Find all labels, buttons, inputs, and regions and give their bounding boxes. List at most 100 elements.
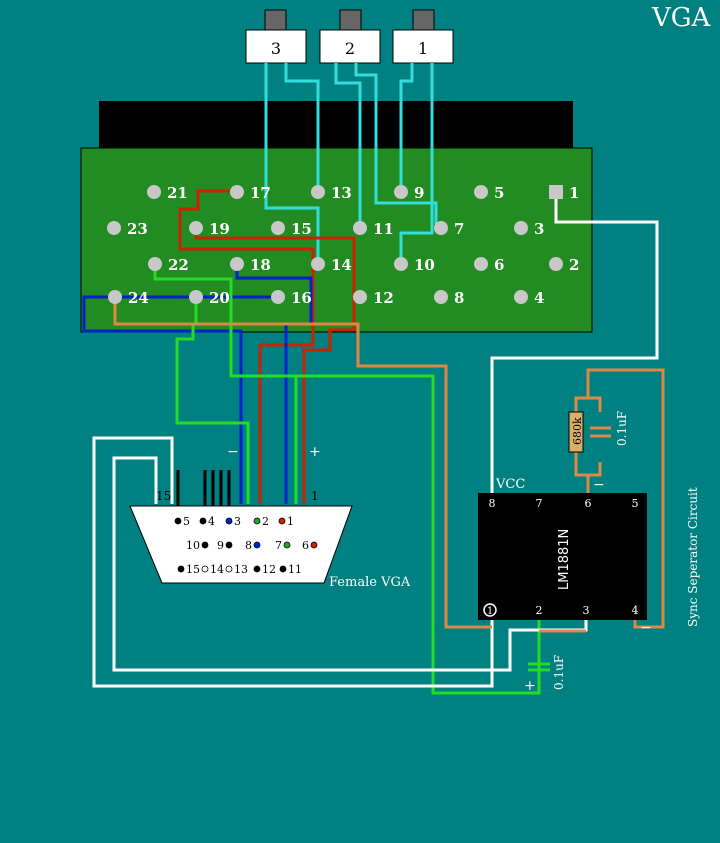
vga-pin-8	[253, 541, 261, 549]
resistor-680k	[568, 411, 584, 453]
scart-pin-7	[434, 221, 448, 235]
vga-pin-12	[253, 565, 261, 573]
scart-pin-label-20: 20	[209, 289, 230, 307]
scart-pin-label-16: 16	[291, 289, 312, 307]
vga-pin-label-1: 1	[287, 515, 294, 528]
vga-pin-label-8: 8	[245, 539, 252, 552]
red-wires	[178, 189, 360, 504]
vga-pin-label-14: 14	[210, 563, 224, 576]
jack-1-label: 1	[418, 39, 428, 58]
scart-pin-label-11: 11	[373, 220, 394, 238]
vga-pin-label-9: 9	[217, 539, 224, 552]
scart-pin-label-8: 8	[454, 289, 464, 307]
vga-pin-14	[201, 565, 209, 573]
scart-pin-label-22: 22	[168, 256, 189, 274]
vga-pin-label-4: 4	[208, 515, 215, 528]
chip-bottom-pin-2: 2	[536, 604, 543, 617]
scart-pin-13	[311, 185, 325, 199]
chip-bottom-pin-3: 3	[583, 604, 590, 617]
chip-top-pin-6: 6	[585, 497, 592, 510]
vga-minus: −	[227, 444, 239, 460]
orange-wires	[113, 298, 665, 633]
scart-pin-label-5: 5	[494, 184, 504, 202]
vga-pin-7	[283, 541, 291, 549]
vga-plus: +	[309, 444, 321, 460]
scart-pin-11	[353, 221, 367, 235]
scart-pin-4	[514, 290, 528, 304]
cap-top-label: 0.1uF	[615, 411, 629, 446]
vga-pin-11	[279, 565, 287, 573]
vga-pin-6	[310, 541, 318, 549]
scart-pin-5	[474, 185, 488, 199]
vga-pin-4	[199, 517, 207, 525]
diagram-title: VGA	[651, 3, 712, 33]
jack-3-label: 3	[271, 39, 281, 58]
scart-pin-18	[230, 257, 244, 271]
scart-pin-8	[434, 290, 448, 304]
jack-2-label: 2	[345, 39, 355, 58]
vga-pin-label-5: 5	[183, 515, 190, 528]
scart-pin-2	[549, 257, 563, 271]
scart-pin-label-1: 1	[569, 184, 579, 202]
scart-pin-label-21: 21	[167, 184, 188, 202]
vga-pin-label-2: 2	[262, 515, 269, 528]
scart-pin-14	[311, 257, 325, 271]
vga-pin-end-left: 15	[156, 489, 171, 503]
vga-pin-13	[225, 565, 233, 573]
scart-pin-9	[394, 185, 408, 199]
scart-pin-label-6: 6	[494, 256, 504, 274]
resistor-label: 680k	[571, 417, 584, 445]
vga-pin-label-6: 6	[302, 539, 309, 552]
scart-pin-3	[514, 221, 528, 235]
scart-pin-6	[474, 257, 488, 271]
scart-pin-label-14: 14	[331, 256, 352, 274]
jack-2: 2	[319, 9, 381, 64]
vga-pin-5	[174, 517, 182, 525]
vga-pin-end-right: 1	[311, 489, 319, 503]
cyan-wires	[264, 63, 438, 262]
scart-pin-label-9: 9	[414, 184, 424, 202]
scart-pin-label-13: 13	[331, 184, 352, 202]
scart-pin-label-24: 24	[128, 289, 149, 307]
vga-pin-2	[253, 517, 261, 525]
jack-3: 3	[245, 9, 307, 64]
scart-board	[80, 147, 593, 333]
scart-pin-label-17: 17	[250, 184, 271, 202]
chip-minus-bottom: −	[640, 620, 652, 636]
scart-pin-20	[189, 290, 203, 304]
scart-pin-17	[230, 185, 244, 199]
vga-pin-3	[225, 517, 233, 525]
scart-pin-22	[148, 257, 162, 271]
vga-pin-10	[201, 541, 209, 549]
scart-pin-23	[107, 221, 121, 235]
vga-pin-label-3: 3	[234, 515, 241, 528]
lm1881-chip	[478, 493, 647, 620]
vga-pin-label-15: 15	[186, 563, 200, 576]
scart-pin-label-7: 7	[454, 220, 464, 238]
vga-pin-label-12: 12	[262, 563, 276, 576]
vga-pin-legs	[176, 470, 231, 506]
vga-label: Female VGA	[329, 575, 411, 590]
chip-bottom-pin-1: 1	[487, 606, 493, 617]
vga-body	[129, 505, 353, 584]
cap-bottom-plus: +	[524, 678, 536, 694]
scart-pin-label-12: 12	[373, 289, 394, 307]
scart-pin-1	[549, 185, 563, 199]
scart-pin-label-18: 18	[250, 256, 271, 274]
scart-pin-label-10: 10	[414, 256, 435, 274]
scart-pin-label-3: 3	[534, 220, 544, 238]
vga-pin-label-10: 10	[186, 539, 200, 552]
scart-pin-15	[271, 221, 285, 235]
chip-vcc: VCC	[495, 477, 525, 492]
blue-wires	[82, 263, 313, 504]
vga-pin-label-11: 11	[288, 563, 302, 576]
vga-pin-15	[177, 565, 185, 573]
cap-bottom-label: 0.1uF	[552, 655, 566, 690]
chip-bottom-pin-4: 4	[632, 604, 639, 617]
scart-pin-21	[147, 185, 161, 199]
chip-name: LM1881N	[557, 529, 572, 590]
chip-pin1-marker	[483, 603, 497, 617]
scart-pin-12	[353, 290, 367, 304]
